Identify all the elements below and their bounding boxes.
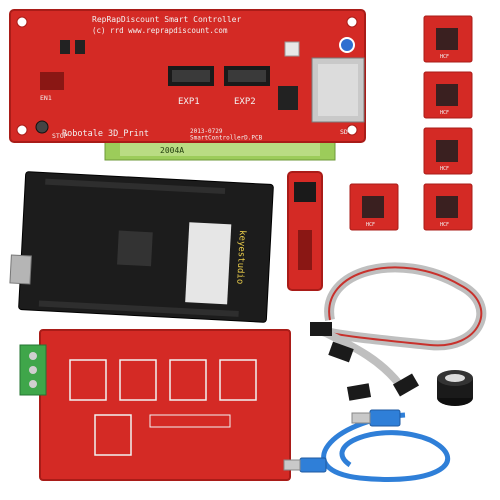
controller-title: RepRapDiscount Smart Controller <box>92 15 241 24</box>
stepper-drivers: HCF HCF HCF HCF HCF <box>349 15 473 231</box>
svg-text:HCF: HCF <box>440 222 449 228</box>
stepper-driver: HCF <box>423 15 473 63</box>
stepper-driver: HCF <box>423 127 473 175</box>
stop-label: STOP <box>52 132 68 140</box>
usb-cable-icon <box>283 409 451 482</box>
smart-controller-board: 2004A RepRapDiscount Smart Controller (c… <box>9 9 366 161</box>
lcd-label: 2004A <box>160 146 184 155</box>
svg-text:HCF: HCF <box>440 54 449 60</box>
contrast-pot-icon[interactable] <box>339 37 355 53</box>
svg-text:HCF: HCF <box>440 110 449 116</box>
ribbon-cable <box>310 262 487 401</box>
mega-board: keyestudio <box>9 171 274 323</box>
stepper-driver: HCF <box>423 183 473 231</box>
svg-text:HCF: HCF <box>440 166 449 172</box>
ramps-board <box>19 329 291 481</box>
en1-label: EN1 <box>40 94 52 102</box>
exp2-label: EXP2 <box>234 97 256 107</box>
svg-text:HCF: HCF <box>366 222 375 228</box>
mega-brand: keyestudio <box>234 230 247 285</box>
sd-label: SD <box>340 128 348 136</box>
stepper-driver: HCF <box>423 71 473 119</box>
controller-brand: Robotale 3D_Print <box>62 129 149 139</box>
controller-credit: (c) rrd www.reprapdiscount.com <box>92 26 228 35</box>
rotary-knob-icon <box>437 370 473 406</box>
adapter-board <box>287 171 323 291</box>
exp1-label: EXP1 <box>178 97 200 107</box>
stop-button[interactable] <box>35 120 49 134</box>
stepper-driver: HCF <box>349 183 399 231</box>
